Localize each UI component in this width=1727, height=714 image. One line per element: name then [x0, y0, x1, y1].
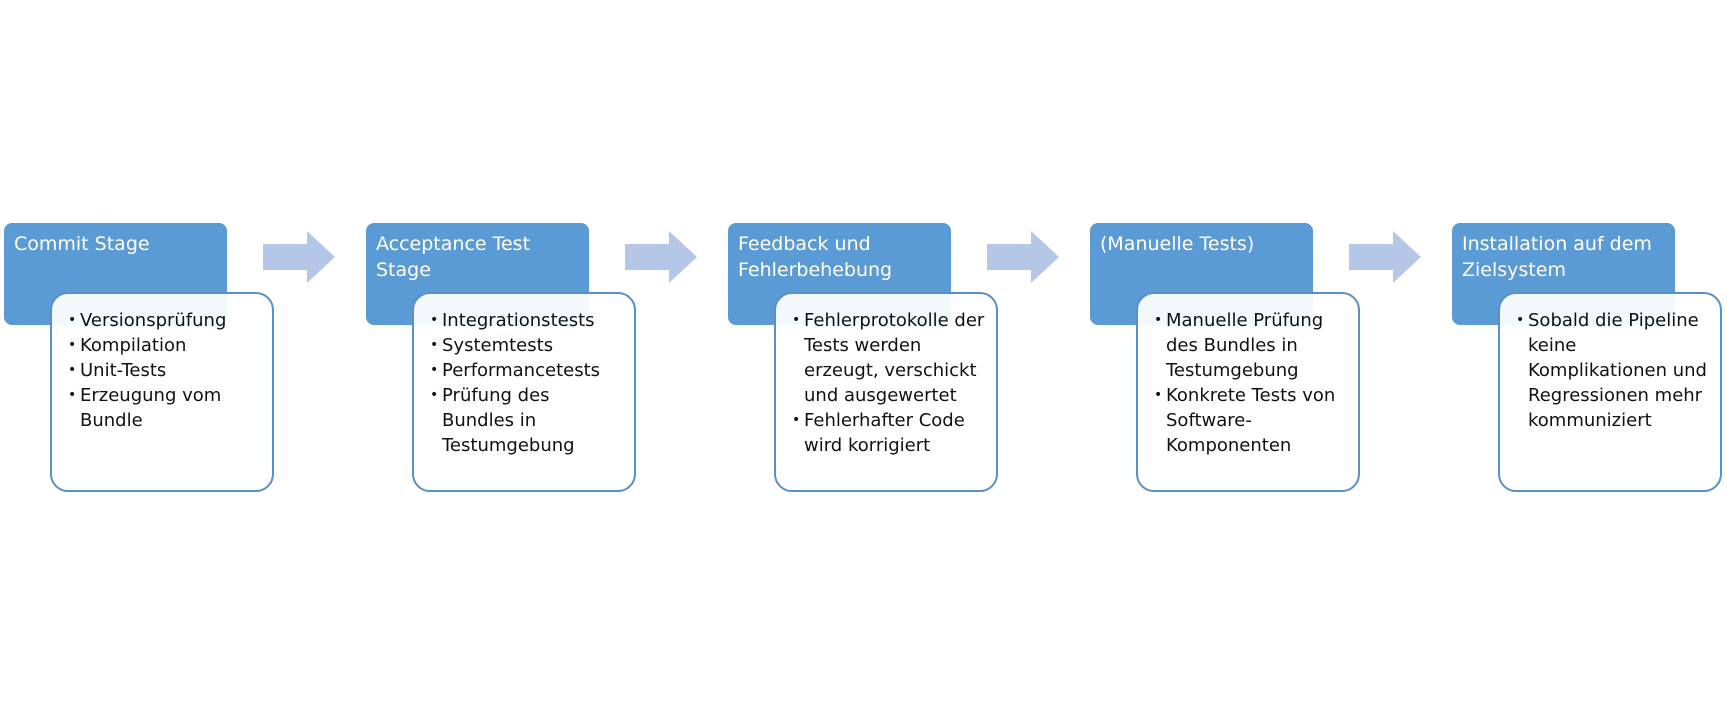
stage-details: IntegrationstestsSystemtestsPerformancet… [412, 292, 636, 492]
arrow-shape [625, 231, 697, 283]
stage-details: Manuelle Prüfung des Bundles in Testumge… [1136, 292, 1360, 492]
stage-item: Konkrete Tests von Software-Komponenten [1154, 383, 1350, 458]
stage-item-list: Manuelle Prüfung des Bundles in Testumge… [1154, 308, 1350, 458]
stage-1: Commit Stage VersionsprüfungKompilationU… [4, 223, 279, 493]
stage-item: Unit-Tests [68, 358, 264, 383]
arrow-right-icon [263, 231, 335, 283]
stage-item: Prüfung des Bundles in Testumgebung [430, 383, 626, 458]
stage-item: Performancetests [430, 358, 626, 383]
stage-item: Versionsprüfung [68, 308, 264, 333]
stage-details: Fehlerprotokolle der Tests werden erzeug… [774, 292, 998, 492]
stage-item: Kompilation [68, 333, 264, 358]
stage-item-list: Fehlerprotokolle der Tests werden erzeug… [792, 308, 988, 458]
stage-item: Erzeugung vom Bundle [68, 383, 264, 433]
stage-3: Feedback und Fehlerbehebung Fehlerprotok… [728, 223, 1003, 493]
arrow-right-icon [625, 231, 697, 283]
stage-details: Sobald die Pipeline keine Komplikationen… [1498, 292, 1722, 492]
arrow-right-icon [1349, 231, 1421, 283]
stage-2: Acceptance Test Stage IntegrationstestsS… [366, 223, 641, 493]
stage-details: VersionsprüfungKompilationUnit-TestsErze… [50, 292, 274, 492]
stage-item: Systemtests [430, 333, 626, 358]
arrow-right-icon [987, 231, 1059, 283]
stage-item: Fehlerprotokolle der Tests werden erzeug… [792, 308, 988, 408]
stage-item-list: IntegrationstestsSystemtestsPerformancet… [430, 308, 626, 458]
stage-5: Installation auf dem Zielsystem Sobald d… [1452, 223, 1727, 493]
arrow-shape [1349, 231, 1421, 283]
arrow-shape [263, 231, 335, 283]
stage-4: (Manuelle Tests) Manuelle Prüfung des Bu… [1090, 223, 1365, 493]
stage-item: Integrationstests [430, 308, 626, 333]
stage-item: Manuelle Prüfung des Bundles in Testumge… [1154, 308, 1350, 383]
arrow-shape [987, 231, 1059, 283]
stage-item-list: Sobald die Pipeline keine Komplikationen… [1516, 308, 1712, 433]
stage-item: Fehlerhafter Code wird korrigiert [792, 408, 988, 458]
stage-item: Sobald die Pipeline keine Komplikationen… [1516, 308, 1712, 433]
stage-item-list: VersionsprüfungKompilationUnit-TestsErze… [68, 308, 264, 433]
